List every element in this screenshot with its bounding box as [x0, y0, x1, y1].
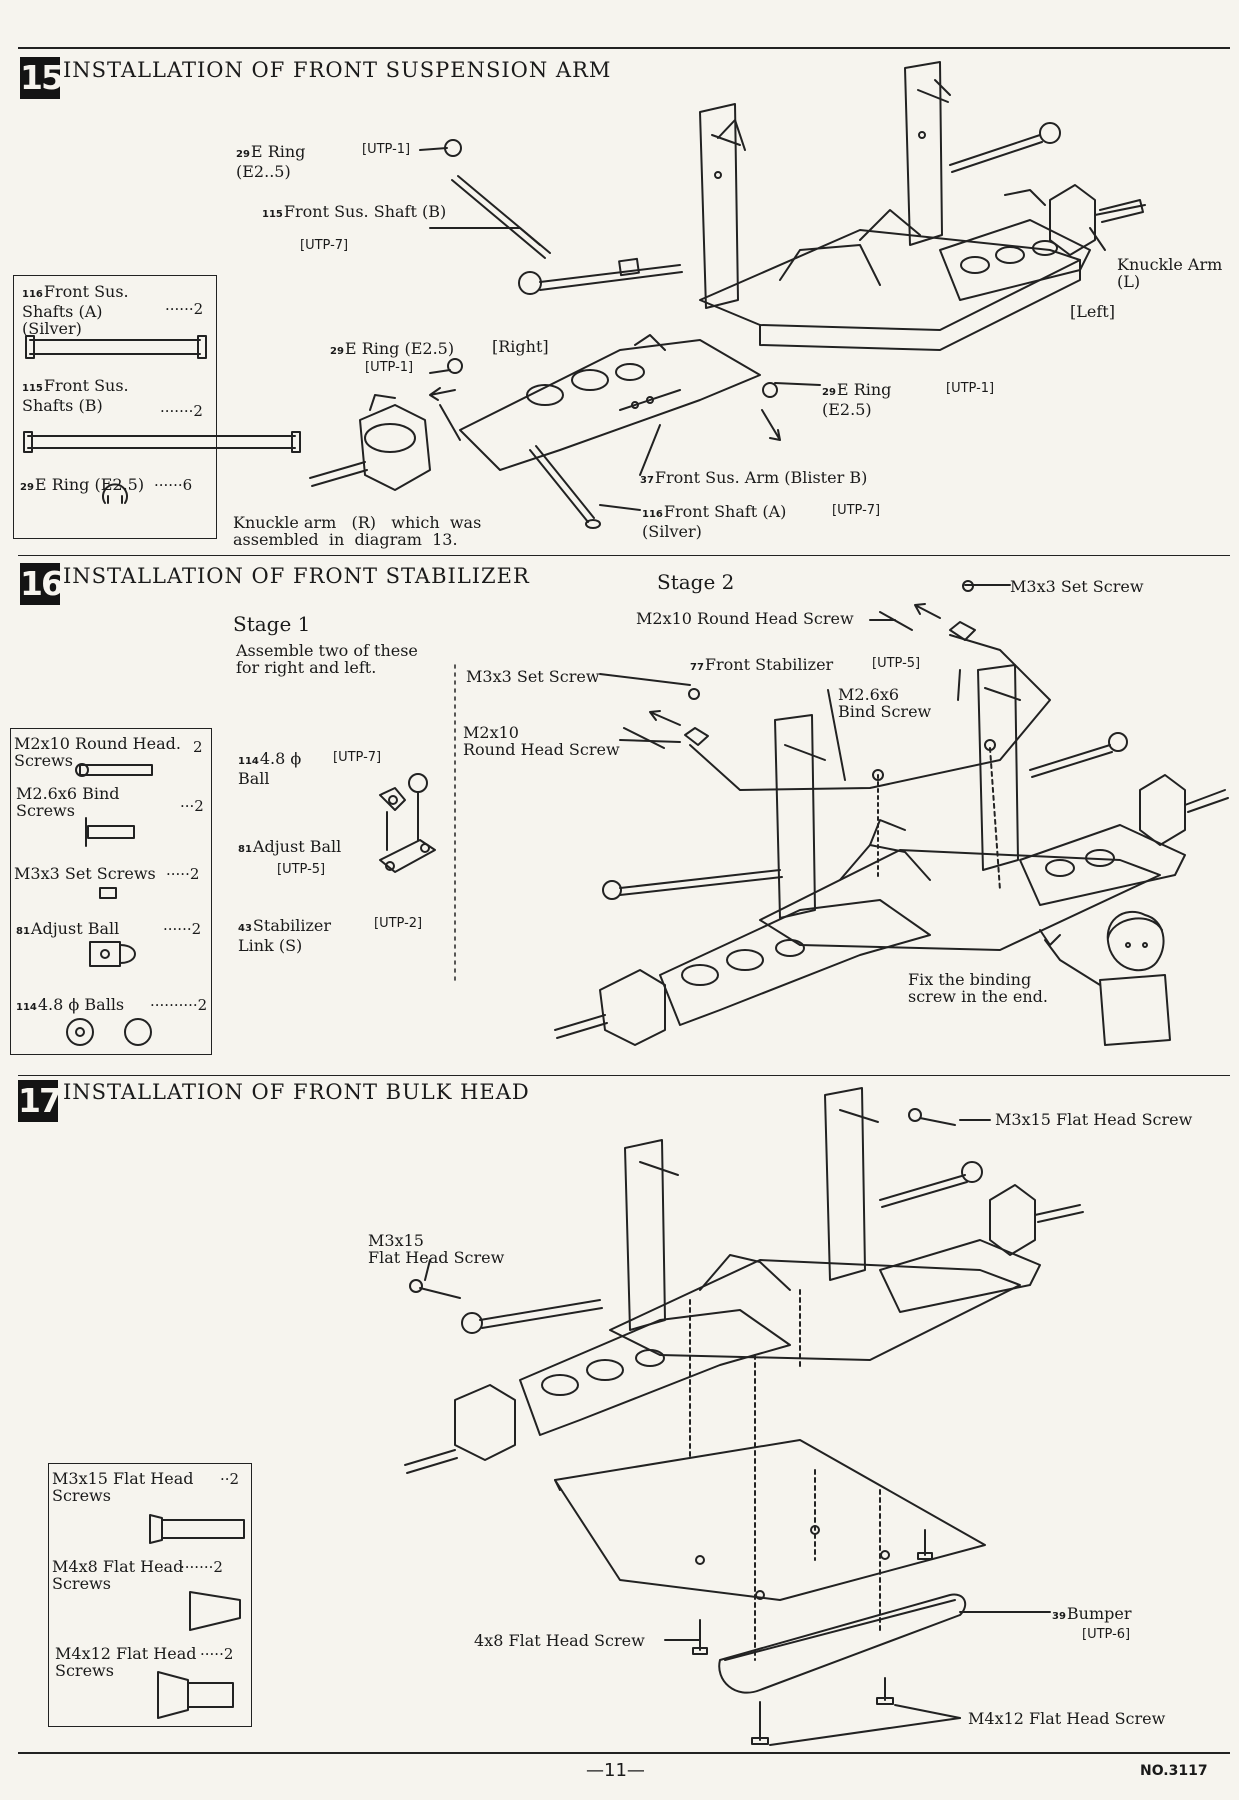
m2x10-round-head-label: M2x10 Round Head Screw — [636, 609, 854, 628]
parts-qty: ···2 — [180, 797, 204, 815]
parts-item: 115Front Sus. Shafts (B) — [22, 376, 129, 415]
parts-qty: ·······2 — [160, 402, 203, 420]
fix-binding-note: Fix the binding screw in the end. — [908, 970, 1048, 1006]
e-ring-label: 29E Ring (E2.5) — [330, 339, 455, 358]
utp-tag: [UTP-7] — [832, 503, 881, 518]
right-side-label: [Right] — [492, 337, 549, 356]
e-ring-label: 29E Ring (E2..5) — [236, 142, 306, 181]
parts-qty: ······2 — [163, 920, 202, 938]
utp-tag: [UTP-2] — [374, 916, 423, 931]
section-17-title: INSTALLATION OF FRONT BULK HEAD — [63, 1080, 530, 1104]
parts-box-17 — [48, 1463, 252, 1727]
front-shaft-a-label: 116Front Shaft (A) (Silver) — [642, 502, 787, 541]
m26x6-bind-screw-label: M2.6x6 Bind Screw — [838, 685, 932, 721]
cartoon-boy — [1039, 910, 1171, 1046]
section-15-title: INSTALLATION OF FRONT SUSPENSION ARM — [63, 58, 612, 82]
parts-box-15 — [13, 275, 217, 539]
utp-tag: [UTP-1] — [946, 381, 995, 396]
m3x15-flat-head-label: M3x15 Flat Head Screw — [995, 1110, 1193, 1129]
stabilizer-link-label: 43Stabilizer Link (S) — [238, 916, 331, 955]
m3x15-flat-head-label: M3x15 Flat Head Screw — [368, 1231, 505, 1267]
parts-box-17-icons — [149, 1514, 245, 1719]
m4x12-flat-head-label: M4x12 Flat Head Screw — [968, 1709, 1166, 1728]
bottom-rule — [18, 1752, 1230, 1754]
parts-item: M3x15 Flat Head Screws — [52, 1469, 194, 1505]
adjust-ball-label: 81Adjust Ball — [238, 837, 342, 856]
knuckle-arm-l-label: Knuckle Arm (L) — [1117, 255, 1223, 291]
section-rule — [18, 1075, 1230, 1076]
utp-tag: [UTP-5] — [872, 656, 921, 671]
parts-qty: ··2 — [220, 1470, 240, 1488]
parts-qty: ·····2 — [166, 865, 200, 883]
parts-qty: ·······2 — [180, 1558, 223, 1576]
front-suspension-drawing — [309, 61, 1146, 529]
top-rule — [18, 47, 1230, 49]
utp-tag: [UTP-1] — [362, 142, 411, 157]
e-ring-label: 29E Ring (E2.5) — [822, 380, 892, 419]
knuckle-arm-r-note: Knuckle arm (R) which was assembled in d… — [233, 513, 482, 549]
section-16-title: INSTALLATION OF FRONT STABILIZER — [63, 564, 530, 588]
parts-item: M4x12 Flat Head Screws — [55, 1644, 197, 1680]
parts-box-16 — [10, 728, 212, 1055]
parts-qty: ······2 — [165, 300, 204, 318]
stage-1-heading: Stage 1 — [233, 612, 311, 636]
ball-label: 1144.8 ϕ Ball — [238, 749, 302, 788]
front-sus-shaft-b-label: 115Front Sus. Shaft (B) — [262, 202, 447, 221]
m3x3-set-screw-label: M3x3 Set Screw — [466, 667, 600, 686]
page-number: —11— — [586, 1760, 645, 1781]
parts-box-15-icons — [23, 335, 301, 504]
bumper-label: 39Bumper — [1052, 1604, 1132, 1623]
section-16-badge: 16 — [20, 563, 64, 605]
parts-qty: 2 — [193, 738, 203, 756]
parts-item: M2x10 Round Head. Screws — [14, 734, 181, 770]
parts-item: 1144.8 ϕ Balls — [16, 995, 125, 1014]
parts-item: M3x3 Set Screws — [14, 864, 156, 883]
utp-tag: [UTP-7] — [300, 238, 349, 253]
parts-item: 29E Ring (E2.5) — [20, 475, 145, 494]
section-rule — [18, 555, 1230, 556]
utp-tag: [UTP-7] — [333, 750, 382, 765]
parts-qty: ······6 — [154, 476, 193, 494]
front-bulkhead-drawing — [404, 1087, 1084, 1746]
stage-2-heading: Stage 2 — [657, 570, 735, 594]
front-stabilizer-label: 77Front Stabilizer — [690, 655, 834, 674]
section-17-badge: 17 — [18, 1080, 62, 1122]
m2x10-round-head-label: M2x10 Round Head Screw — [463, 723, 620, 759]
document-number: NO.3117 — [1140, 1763, 1208, 1779]
left-side-label: [Left] — [1070, 302, 1115, 321]
utp-tag: [UTP-5] — [277, 862, 326, 877]
parts-item: 81Adjust Ball — [16, 919, 120, 938]
parts-qty: ··········2 — [150, 996, 208, 1014]
parts-qty: ·····2 — [200, 1645, 234, 1663]
m4x8-flat-head-label: 4x8 Flat Head Screw — [474, 1631, 645, 1650]
front-stabilizer-drawing — [379, 580, 1229, 1046]
utp-tag: [UTP-1] — [365, 360, 414, 375]
m3x3-set-screw-label: M3x3 Set Screw — [1010, 577, 1144, 596]
section-15-badge: 15 — [20, 57, 64, 99]
parts-box-16-icons — [66, 763, 153, 1046]
utp-tag: [UTP-6] — [1082, 1627, 1131, 1642]
stage-1-note: Assemble two of these for right and left… — [236, 641, 418, 677]
parts-item: M4x8 Flat Head Screws — [52, 1557, 184, 1593]
parts-item: M2.6x6 Bind Screws — [16, 784, 120, 820]
parts-item: 116Front Sus. Shafts (A) (Silver) — [22, 282, 129, 338]
front-sus-arm-label: 37Front Sus. Arm (Blister B) — [640, 468, 868, 487]
